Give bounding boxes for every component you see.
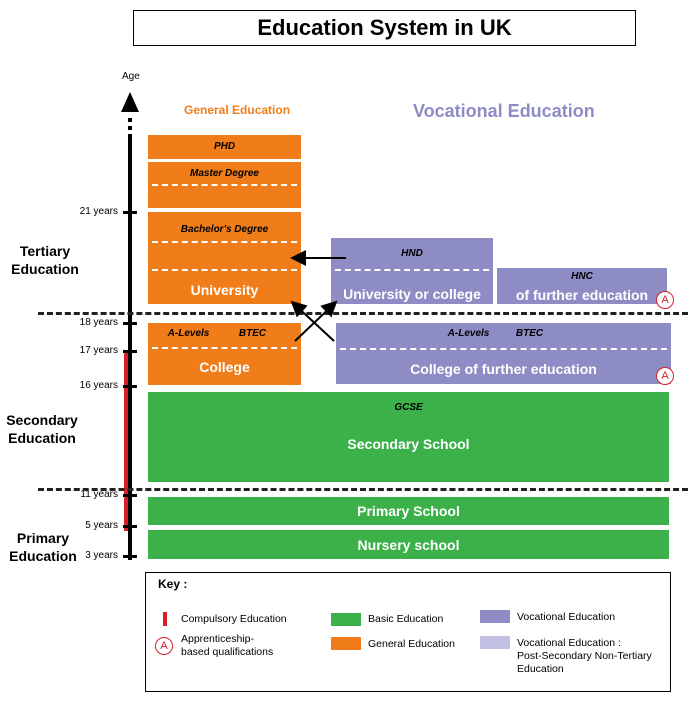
dashed-separator — [152, 184, 297, 186]
primary-school-box: Primary School — [148, 497, 669, 525]
primary-school-label: Primary School — [357, 503, 460, 519]
age-label-11: 11 years — [80, 489, 118, 500]
key-basic-swatch — [331, 613, 361, 626]
gcse-label: GCSE — [394, 402, 423, 413]
hnd-label: HND — [401, 248, 423, 259]
axis-arrow-icon — [121, 92, 139, 112]
dashed-separator — [340, 348, 667, 350]
apprenticeship-icon: A — [656, 291, 674, 309]
divider-tertiary-secondary — [38, 312, 688, 315]
age-axis — [128, 138, 132, 560]
level-label-tertiary: Tertiary Education — [11, 243, 79, 277]
axis-label: Age — [122, 71, 140, 82]
key-vocational-label: Vocational Education — [517, 611, 616, 623]
university-label: University — [190, 282, 259, 298]
key-general-label: General Education — [368, 638, 455, 650]
key-post-secondary-label: Vocational Education : Post-Secondary No… — [517, 637, 652, 675]
age-label-18: 18 years — [79, 317, 118, 328]
axis-dotted-segment — [128, 118, 132, 138]
college-btec-label: BTEC — [238, 328, 267, 339]
phd-box: PHD — [148, 135, 301, 159]
header-vocational-education: Vocational Education — [413, 101, 595, 121]
key-compulsory-swatch — [163, 612, 167, 626]
key-title: Key : — [158, 577, 188, 591]
college-alevels-label: A-Levels — [167, 328, 210, 339]
key-post-secondary-swatch — [480, 636, 510, 649]
header-general-education: General Education — [184, 103, 291, 117]
nursery-school-box: Nursery school — [148, 530, 669, 559]
level-label-primary: Primary Education — [9, 530, 77, 564]
age-label-16: 16 years — [79, 380, 118, 391]
dashed-separator — [152, 269, 297, 271]
tick-18 — [123, 322, 137, 325]
university-box: Bachelor's Degree University — [148, 212, 301, 304]
tick-21 — [123, 211, 137, 214]
apprenticeship-icon: A — [656, 367, 674, 385]
dashed-separator — [335, 269, 489, 271]
bachelor-degree-label: Bachelor's Degree — [180, 224, 269, 235]
age-label-21: 21 years — [79, 206, 118, 217]
key-panel — [145, 572, 671, 692]
key-compulsory-label: Compulsory Education — [181, 613, 287, 625]
college-label: College — [199, 359, 250, 375]
hnc-box: HNC of further education — [497, 268, 667, 304]
tick-16 — [123, 385, 137, 388]
college-further-education-box: A-Levels BTEC College of further educati… — [336, 323, 671, 384]
key-apprenticeship-icon: A — [155, 637, 173, 655]
key-vocational-swatch — [480, 610, 510, 623]
master-degree-label: Master Degree — [190, 168, 259, 179]
compulsory-education-bar — [124, 353, 128, 531]
arrow-college-to-hnd — [294, 300, 338, 342]
dashed-separator — [152, 347, 297, 349]
arrow-further-ed-to-university — [290, 300, 335, 342]
college-box: A-Levels BTEC College — [148, 323, 301, 385]
nursery-school-label: Nursery school — [357, 537, 460, 553]
level-label-secondary: Secondary Education — [6, 412, 78, 446]
tick-3 — [123, 555, 137, 558]
vocational-alevels-label: A-Levels — [447, 328, 490, 339]
hnd-box: HND University or college — [331, 238, 493, 304]
vocational-btec-label: BTEC — [515, 328, 544, 339]
college-further-education-label: College of further education — [410, 361, 597, 377]
university-or-college-label: University or college — [343, 286, 481, 302]
page-title: Education System in UK — [133, 10, 636, 46]
age-label-5: 5 years — [85, 520, 118, 531]
secondary-school-box: GCSE Secondary School — [148, 392, 669, 482]
age-label-3: 3 years — [85, 550, 118, 561]
master-degree-box: Master Degree — [148, 162, 301, 208]
dashed-separator — [152, 241, 297, 243]
tick-17 — [123, 350, 137, 353]
key-basic-label: Basic Education — [368, 613, 444, 625]
key-general-swatch — [331, 637, 361, 650]
tick-5 — [123, 525, 137, 528]
key-apprenticeship-label: Apprenticeship- based qualifications — [181, 633, 274, 658]
age-label-17: 17 years — [79, 345, 118, 356]
tick-11 — [123, 494, 137, 497]
phd-label: PHD — [213, 141, 236, 152]
divider-secondary-primary — [38, 488, 688, 491]
secondary-school-label: Secondary School — [347, 436, 470, 452]
further-education-label: of further education — [515, 287, 649, 303]
hnc-label: HNC — [571, 271, 593, 282]
